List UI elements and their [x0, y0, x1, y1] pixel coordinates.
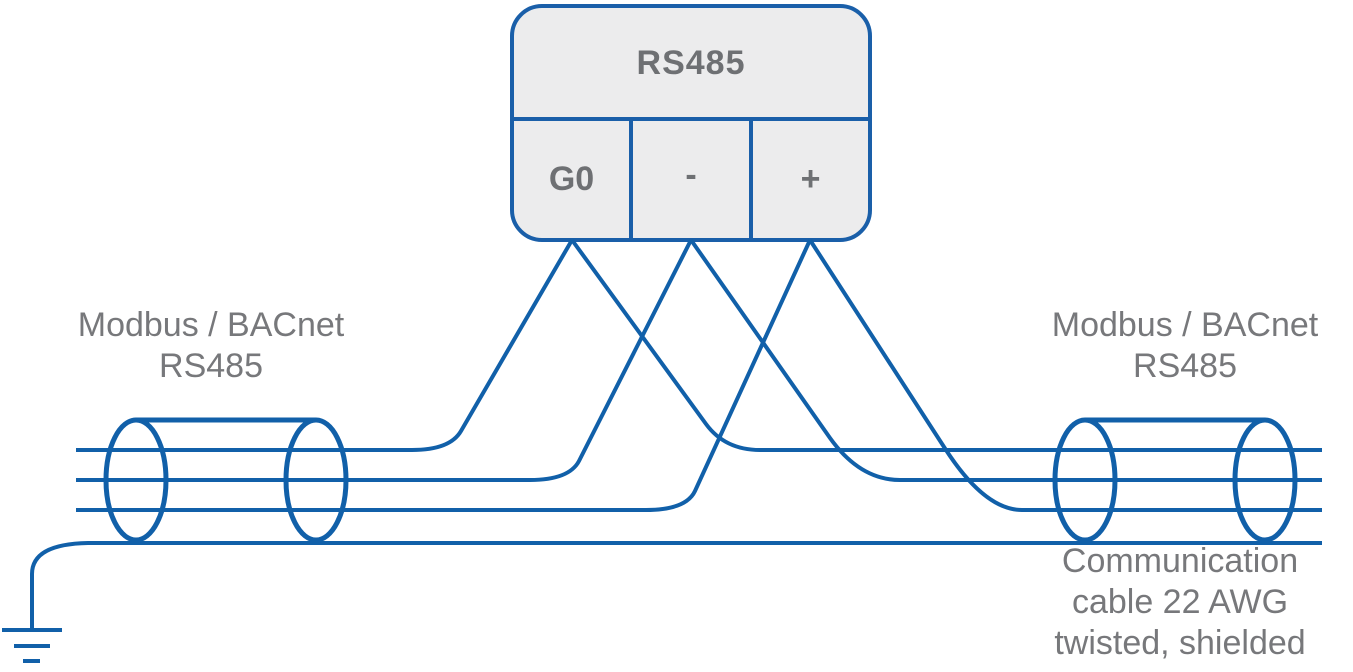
- wire-plus-to-left-cable: [76, 239, 812, 512]
- wire-minus-to-right-cable: [689, 238, 1322, 482]
- bus-label-right-line1: Modbus / BACnet: [1051, 306, 1319, 344]
- cable-note: Communication cable 22 AWG twisted, shie…: [980, 541, 1353, 664]
- bus-label-right-line2: RS485: [1133, 347, 1237, 385]
- wire-plus-to-right-cable: [808, 238, 1322, 512]
- rs485-connector-block: [510, 4, 872, 242]
- bus-label-left-line2: RS485: [159, 347, 263, 385]
- wire-g0-to-left-cable: [76, 238, 574, 452]
- wire-g0-to-right-cable: [570, 238, 1322, 452]
- left-cable-shield: [103, 417, 349, 543]
- earth-ground-icon: [2, 628, 62, 663]
- right-cable-shield: [1052, 417, 1298, 543]
- bus-label-left-line1: Modbus / BACnet: [77, 306, 345, 344]
- cable-note-line2: cable 22 AWG: [1071, 583, 1289, 621]
- connector-title: RS485: [636, 43, 746, 82]
- terminal-g0: G0: [548, 160, 595, 198]
- terminal-minus: -: [685, 156, 697, 194]
- wire-minus-to-left-cable: [76, 239, 693, 482]
- cable-note-line3: twisted, shielded: [1054, 624, 1306, 662]
- shield-drain-wire: [30, 541, 1322, 630]
- bus-label-right: Modbus / BACnet RS485: [985, 305, 1353, 387]
- cable-note-line1: Communication: [1061, 542, 1299, 580]
- bus-label-left: Modbus / BACnet RS485: [11, 305, 411, 387]
- terminal-plus: +: [800, 160, 821, 198]
